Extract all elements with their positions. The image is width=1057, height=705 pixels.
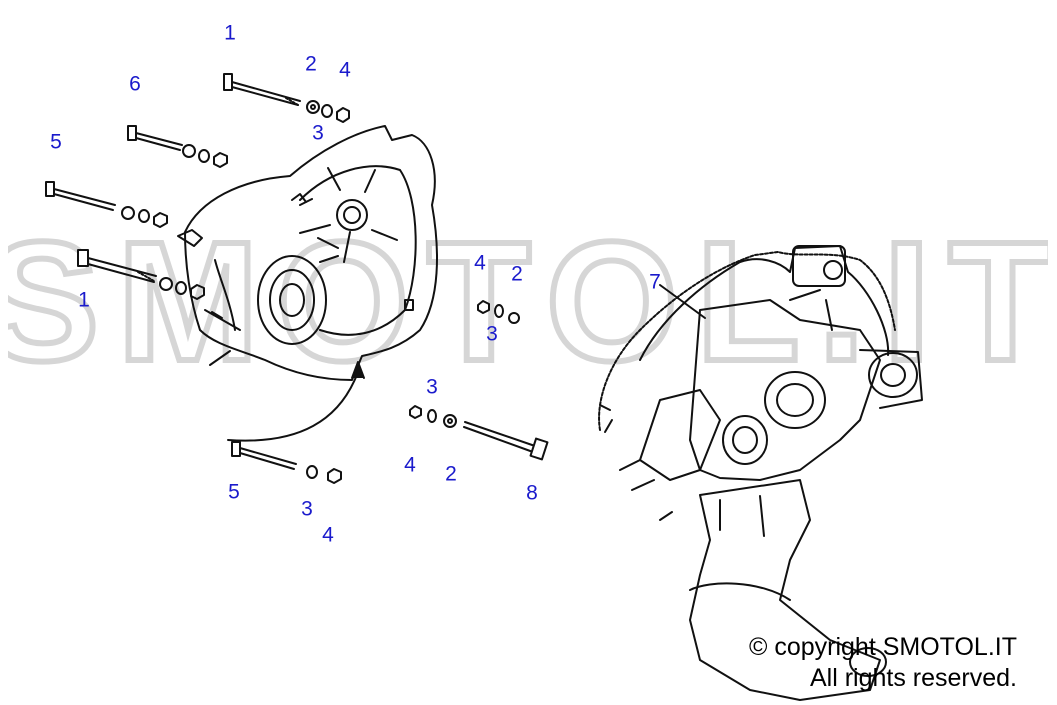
callout-8: 8	[526, 481, 538, 505]
nut-4a	[336, 107, 350, 123]
callout-5-upper: 5	[50, 130, 62, 154]
callout-6: 6	[129, 72, 141, 96]
callout-3-mid: 3	[486, 322, 498, 346]
gasket-7	[598, 251, 896, 431]
bolt-1-top	[223, 73, 301, 106]
lockwasher-3a	[321, 104, 333, 118]
bolt-5-upper	[45, 181, 116, 211]
callout-3-low: 3	[426, 375, 438, 399]
callout-2-mid: 2	[511, 262, 523, 286]
callout-5-lower: 5	[228, 480, 240, 504]
copyright-block: © copyright SMOTOL.IT All rights reserve…	[749, 632, 1017, 695]
crankcase-left-half	[177, 125, 438, 381]
arrow-path	[227, 371, 359, 442]
callout-4-top: 4	[339, 58, 351, 82]
bolt-8	[463, 421, 549, 461]
crankcase-right-half	[619, 245, 923, 701]
callout-3-lower: 3	[301, 497, 313, 521]
callout-3-top: 3	[312, 121, 324, 145]
callout-7: 7	[649, 270, 661, 294]
bolt-6	[127, 125, 183, 151]
callout-1-top: 1	[224, 21, 236, 45]
callout-2-top: 2	[305, 52, 317, 76]
bolt-1-lower	[77, 249, 157, 283]
callout-2-low: 2	[445, 462, 457, 486]
callout-4-lower: 4	[322, 523, 334, 547]
bolt-5-lower	[231, 441, 297, 470]
callout-4-low: 4	[404, 453, 416, 477]
rights-line: All rights reserved.	[809, 664, 1017, 693]
copyright-line: © copyright SMOTOL.IT	[748, 633, 1017, 661]
callout-4-mid: 4	[474, 251, 486, 275]
arrow-head	[351, 361, 365, 379]
callout-1-lower: 1	[78, 288, 90, 312]
leader-7	[659, 284, 706, 319]
washer-2a	[306, 100, 320, 114]
